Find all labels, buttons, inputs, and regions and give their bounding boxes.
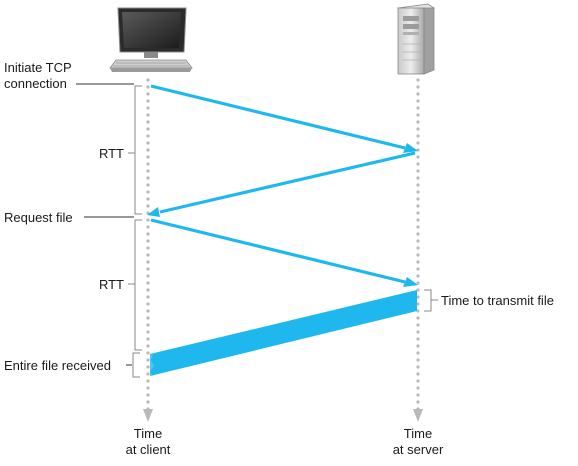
desktop-computer-icon [109,7,193,72]
initiate-label-line2: connection [4,76,67,91]
request-file-label: Request file [4,210,73,225]
file-transfer-band [150,290,417,376]
syn-arrow [150,84,418,153]
initiate-label-line1: Initiate TCP [4,60,72,75]
client-time-label-line1: Time [134,426,162,441]
server-time-label-line2: at server [393,442,444,457]
rtt-bracket-second [128,219,142,351]
rtt-label-second: RTT [99,277,124,292]
server-time-label-line1: Time [404,426,432,441]
synack-arrow [147,151,416,217]
server-timeline [413,78,423,422]
rtt-bracket-first [128,85,142,215]
entire-file-label: Entire file received [4,358,111,373]
server-tower-icon [396,3,436,75]
transmit-bracket [424,289,438,312]
rtt-label-first: RTT [99,146,124,161]
transmit-time-label: Time to transmit file [441,293,554,308]
request-arrow [150,218,418,287]
entire-file-bracket [132,352,140,378]
client-time-label-line2: at client [126,442,171,457]
client-timeline [143,78,153,422]
